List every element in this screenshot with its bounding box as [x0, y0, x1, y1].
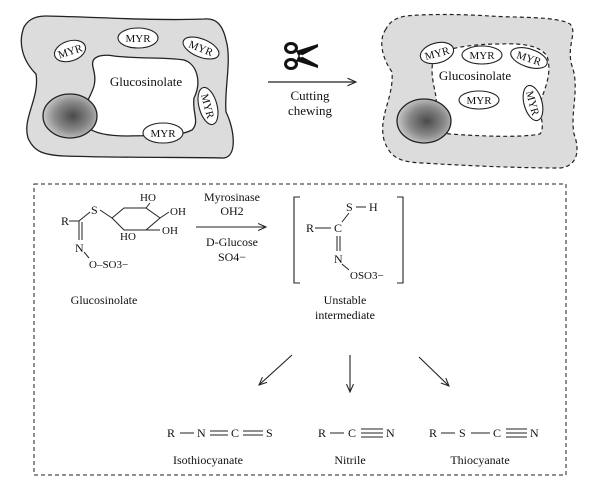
damaged-cell: Glucosinolate MYR MYR MYR MYR MYR: [381, 13, 578, 169]
myr-body: MYR: [182, 36, 220, 60]
myr-label: MYR: [125, 33, 151, 45]
myr-body: MYR: [197, 86, 219, 126]
damaged-vacuole: [431, 43, 550, 137]
myr-body: MYR: [461, 45, 503, 65]
atom-ho-1: HO: [140, 192, 156, 204]
myr-body: MYR: [522, 84, 544, 122]
product-atom: C: [231, 426, 239, 440]
bracket-left: [293, 196, 300, 284]
product-atom: C: [348, 426, 356, 440]
myr-body: MYR: [510, 47, 548, 69]
product-atom: C: [493, 426, 501, 440]
glucose-ring: [111, 207, 161, 231]
intact-nucleus: [42, 93, 98, 139]
bracket-right: [397, 196, 404, 284]
atom-r: R: [306, 221, 314, 235]
intact-cell: Glucosinolate MYR MYR MYR MYR MYR: [20, 15, 234, 159]
myr-body: MYR: [117, 27, 159, 49]
thiocyanate-formula: R S C N: [429, 426, 539, 440]
product-atom: N: [530, 426, 539, 440]
atom-r: R: [61, 214, 69, 228]
atom-ho-2: HO: [120, 231, 136, 243]
atom-o-so3: O–SO3−: [89, 259, 128, 271]
nitrile-formula: R C N: [318, 426, 395, 440]
myr-label: MYR: [150, 128, 176, 140]
byproduct-sulfate: SO4−: [218, 250, 246, 264]
product-atom: R: [167, 426, 175, 440]
atom-oh-2: OH: [162, 225, 178, 237]
atom-n: N: [334, 252, 343, 266]
myr-body: MYR: [458, 90, 500, 110]
atom-h: H: [369, 200, 378, 214]
myr-label: MYR: [466, 95, 492, 107]
product-name-nitrile: Nitrile: [334, 453, 365, 467]
reaction-box: [33, 183, 567, 476]
isothiocyanate-formula: R N C S: [167, 426, 273, 440]
product-atom: R: [429, 426, 437, 440]
product-name-isothiocyanate: Isothiocyanate: [173, 453, 243, 467]
myr-body: MYR: [419, 41, 455, 65]
arrow-to-thiocyanate: [418, 356, 449, 386]
myr-label: MYR: [469, 50, 495, 62]
action-label-line1: Cutting: [290, 88, 330, 103]
myr-body: MYR: [142, 122, 184, 144]
product-name-thiocyanate: Thiocyanate: [450, 453, 509, 467]
intermediate-caption-line2: intermediate: [315, 308, 375, 322]
product-atom: S: [266, 426, 273, 440]
intermediate-structure: S H R C N OSO3−: [293, 196, 404, 284]
glucosinolate-structure: R S N O–SO3− HO OH HO OH: [61, 192, 186, 271]
intermediate-caption-line1: Unstable: [324, 293, 367, 307]
intact-glucosinolate-label: Glucosinolate: [110, 74, 182, 89]
arrow-to-isothiocyanate: [259, 354, 293, 385]
intact-vacuole: [82, 54, 199, 137]
action-label-line2: chewing: [288, 103, 333, 118]
product-atom: N: [197, 426, 206, 440]
byproduct-glucose: D-Glucose: [206, 235, 258, 249]
reagent-myrosinase: Myrosinase: [204, 190, 260, 204]
product-atom: N: [386, 426, 395, 440]
product-atom: R: [318, 426, 326, 440]
atom-n: N: [75, 241, 84, 255]
atom-s: S: [346, 200, 353, 214]
damaged-nucleus: [396, 98, 452, 144]
atom-oso3: OSO3−: [350, 270, 384, 282]
scissors-icon: [284, 42, 318, 70]
glucosinolate-caption: Glucosinolate: [71, 293, 138, 307]
reagent-water: OH2: [220, 204, 243, 218]
myr-body: MYR: [53, 39, 87, 63]
atom-s: S: [91, 203, 98, 217]
product-atom: S: [459, 426, 466, 440]
damaged-glucosinolate-label: Glucosinolate: [439, 68, 511, 83]
atom-oh-1: OH: [170, 206, 186, 218]
atom-c: C: [334, 221, 342, 235]
